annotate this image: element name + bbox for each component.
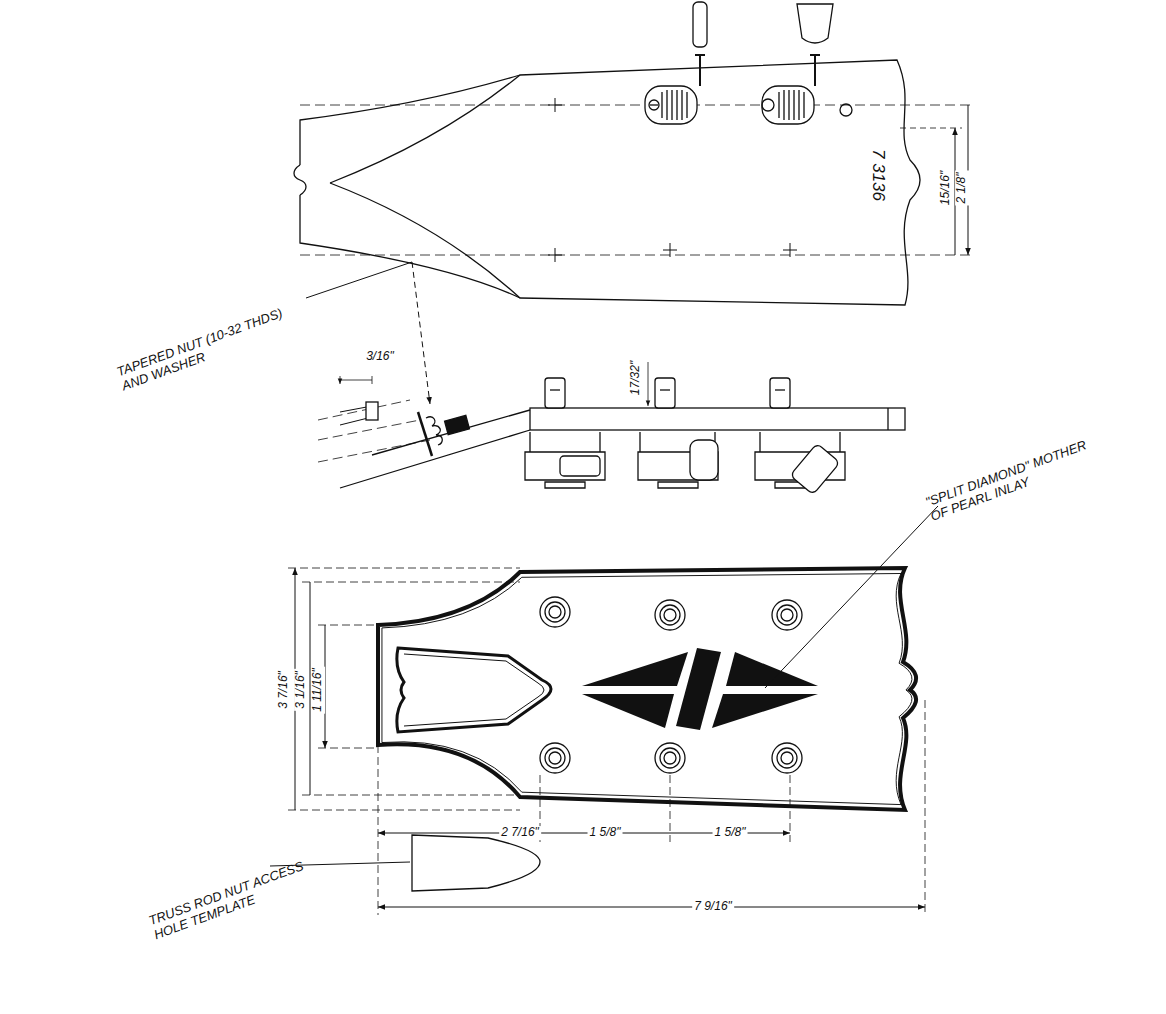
dimension: 1 5/8" [588, 826, 623, 840]
dimension: 1 11/16" [311, 666, 325, 713]
dimension: 1 5/8" [713, 826, 748, 840]
dimension: 7 9/16" [692, 900, 734, 914]
dimension: 2 1/8" [955, 171, 969, 206]
part-number: 7 3136 [868, 147, 888, 203]
dimension: 15/16" [939, 169, 953, 207]
callout-note: "SPLIT DIAMOND" MOTHER OF PEARL INLAY [922, 431, 1115, 525]
dimension: 3/16" [364, 350, 396, 364]
dimension: 2 7/16" [499, 826, 541, 840]
dimension: 3 7/16" [277, 669, 291, 711]
callout-note: TAPERED NUT (10-32 THDS) AND WASHER [113, 297, 315, 395]
callout-note: TRUSS ROD NUT ACCESS HOLE TEMPLATE [145, 856, 319, 944]
dimension: 3 1/16" [294, 669, 308, 711]
dimension: 17/32" [629, 359, 643, 397]
